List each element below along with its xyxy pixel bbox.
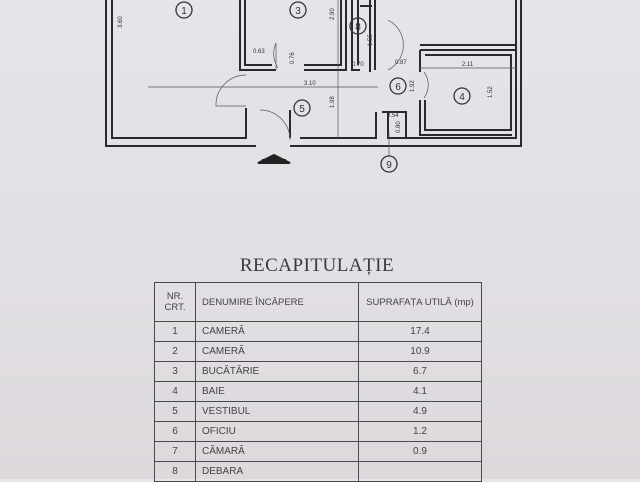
floor-plan: 1 3 8 5 6 4 9 3.60 2.90 0.63 0.76 1.55 0… bbox=[105, 0, 522, 173]
entrance-arrow-icon bbox=[257, 153, 291, 164]
svg-text:0.70: 0.70 bbox=[352, 62, 364, 68]
cell-nr: 7 bbox=[154, 441, 196, 462]
svg-text:8: 8 bbox=[355, 22, 361, 33]
cell-name: BAIE bbox=[195, 381, 359, 402]
cell-name: OFICIU bbox=[195, 421, 359, 442]
cell-area: 0.9 bbox=[358, 441, 482, 462]
svg-text:3.10: 3.10 bbox=[304, 81, 316, 87]
svg-text:3: 3 bbox=[295, 6, 301, 17]
cell-name: BUCĂTĂRIE bbox=[195, 361, 359, 382]
svg-text:0.54: 0.54 bbox=[387, 113, 399, 119]
cell-area: 6.7 bbox=[358, 361, 482, 382]
cell-area: 4.1 bbox=[358, 381, 482, 402]
cell-area: 10.9 bbox=[358, 341, 482, 362]
svg-text:1.92: 1.92 bbox=[410, 80, 416, 92]
svg-text:2.90: 2.90 bbox=[330, 8, 336, 20]
dimension-labels: 3.60 2.90 0.63 0.76 1.55 0.70 0.87 2.11 … bbox=[118, 8, 494, 133]
svg-text:4: 4 bbox=[459, 92, 465, 103]
svg-text:1.52: 1.52 bbox=[488, 86, 494, 98]
cell-name: CAMERĂ bbox=[195, 321, 359, 342]
cell-area: 17.4 bbox=[358, 321, 482, 342]
svg-text:6: 6 bbox=[395, 82, 401, 93]
header-name: DENUMIRE ÎNCĂPERE bbox=[195, 282, 359, 322]
cell-name: CAMERĂ bbox=[195, 341, 359, 362]
cell-area: 1.2 bbox=[358, 421, 482, 442]
svg-text:0.80: 0.80 bbox=[396, 121, 402, 133]
cell-nr: 1 bbox=[154, 321, 196, 342]
cell-nr: 5 bbox=[154, 401, 196, 422]
svg-text:2.11: 2.11 bbox=[462, 62, 474, 68]
svg-text:1.55: 1.55 bbox=[368, 34, 374, 46]
rooms-table: NR. CRT. DENUMIRE ÎNCĂPERE SUPRAFAȚA UTI… bbox=[154, 282, 482, 482]
cell-nr: 2 bbox=[154, 341, 196, 362]
header-nr: NR. CRT. bbox=[154, 282, 196, 322]
svg-text:3.60: 3.60 bbox=[118, 16, 124, 28]
cell-nr: 6 bbox=[154, 421, 196, 442]
page-title: RECAPITULAȚIE bbox=[239, 255, 395, 276]
table-header: NR. CRT. DENUMIRE ÎNCĂPERE SUPRAFAȚA UTI… bbox=[154, 282, 482, 322]
cell-nr: 4 bbox=[154, 381, 196, 402]
room-markers: 1 3 8 5 6 4 9 bbox=[175, 1, 471, 173]
svg-text:0.76: 0.76 bbox=[290, 52, 296, 64]
svg-text:5: 5 bbox=[299, 104, 305, 115]
cell-nr: 3 bbox=[154, 361, 196, 382]
svg-text:9: 9 bbox=[386, 160, 392, 171]
svg-text:1: 1 bbox=[181, 6, 187, 17]
svg-text:0.63: 0.63 bbox=[253, 49, 265, 55]
cell-area: 4.9 bbox=[358, 401, 482, 422]
header-area: SUPRAFAȚA UTILĂ (mp) bbox=[358, 282, 482, 322]
svg-text:0.87: 0.87 bbox=[395, 60, 407, 66]
cell-name: VESTIBUL bbox=[195, 401, 359, 422]
cell-name: CĂMARĂ bbox=[195, 441, 359, 462]
svg-text:1.98: 1.98 bbox=[330, 96, 336, 108]
